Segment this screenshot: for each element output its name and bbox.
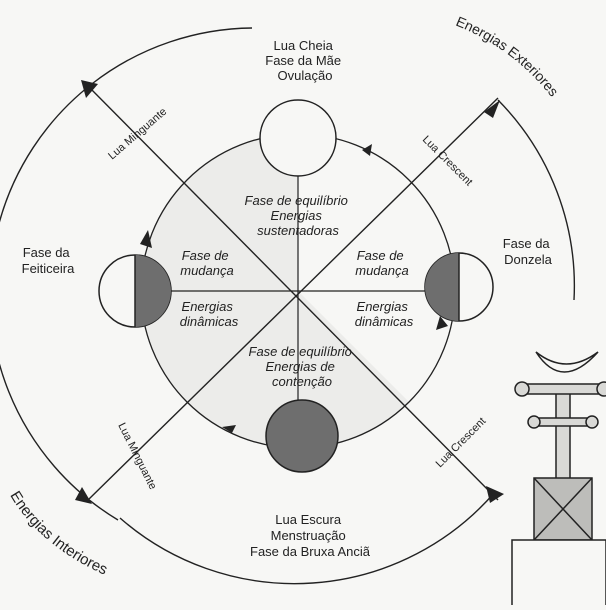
dark-moon-icon bbox=[266, 400, 338, 472]
arrow-outer-topleft bbox=[81, 80, 98, 98]
label-right-change: Fase de mudança bbox=[355, 248, 408, 278]
label-left-change: Fase de mudança bbox=[180, 248, 233, 278]
crescent-emblem-icon bbox=[512, 352, 606, 605]
label-left-energy: Energias dinâmicas bbox=[180, 299, 239, 329]
label-dark-moon: Lua Escura Menstruação Fase da Bruxa Anc… bbox=[250, 512, 371, 559]
label-full-moon: Lua Cheia Fase da Mãe Ovulação bbox=[265, 38, 345, 83]
label-maiden-phase: Fase da Donzela bbox=[503, 236, 554, 267]
full-moon-icon bbox=[260, 100, 336, 176]
label-outer-energies: Energias Exteriores bbox=[454, 13, 562, 99]
arrow-inner-top bbox=[362, 144, 372, 156]
label-sorceress-phase: Fase da Feiticeira bbox=[22, 245, 76, 276]
label-inner-energies: Energias Interiores bbox=[7, 488, 111, 578]
outer-circle-right bbox=[498, 100, 574, 300]
label-right-energy: Energias dinâmicas bbox=[355, 299, 414, 329]
arrow-outer-bottomright bbox=[486, 486, 504, 503]
label-waning-lower: Lua Minguante bbox=[115, 421, 158, 492]
waxing-moon-icon bbox=[425, 253, 493, 321]
waning-moon-icon bbox=[99, 255, 171, 327]
